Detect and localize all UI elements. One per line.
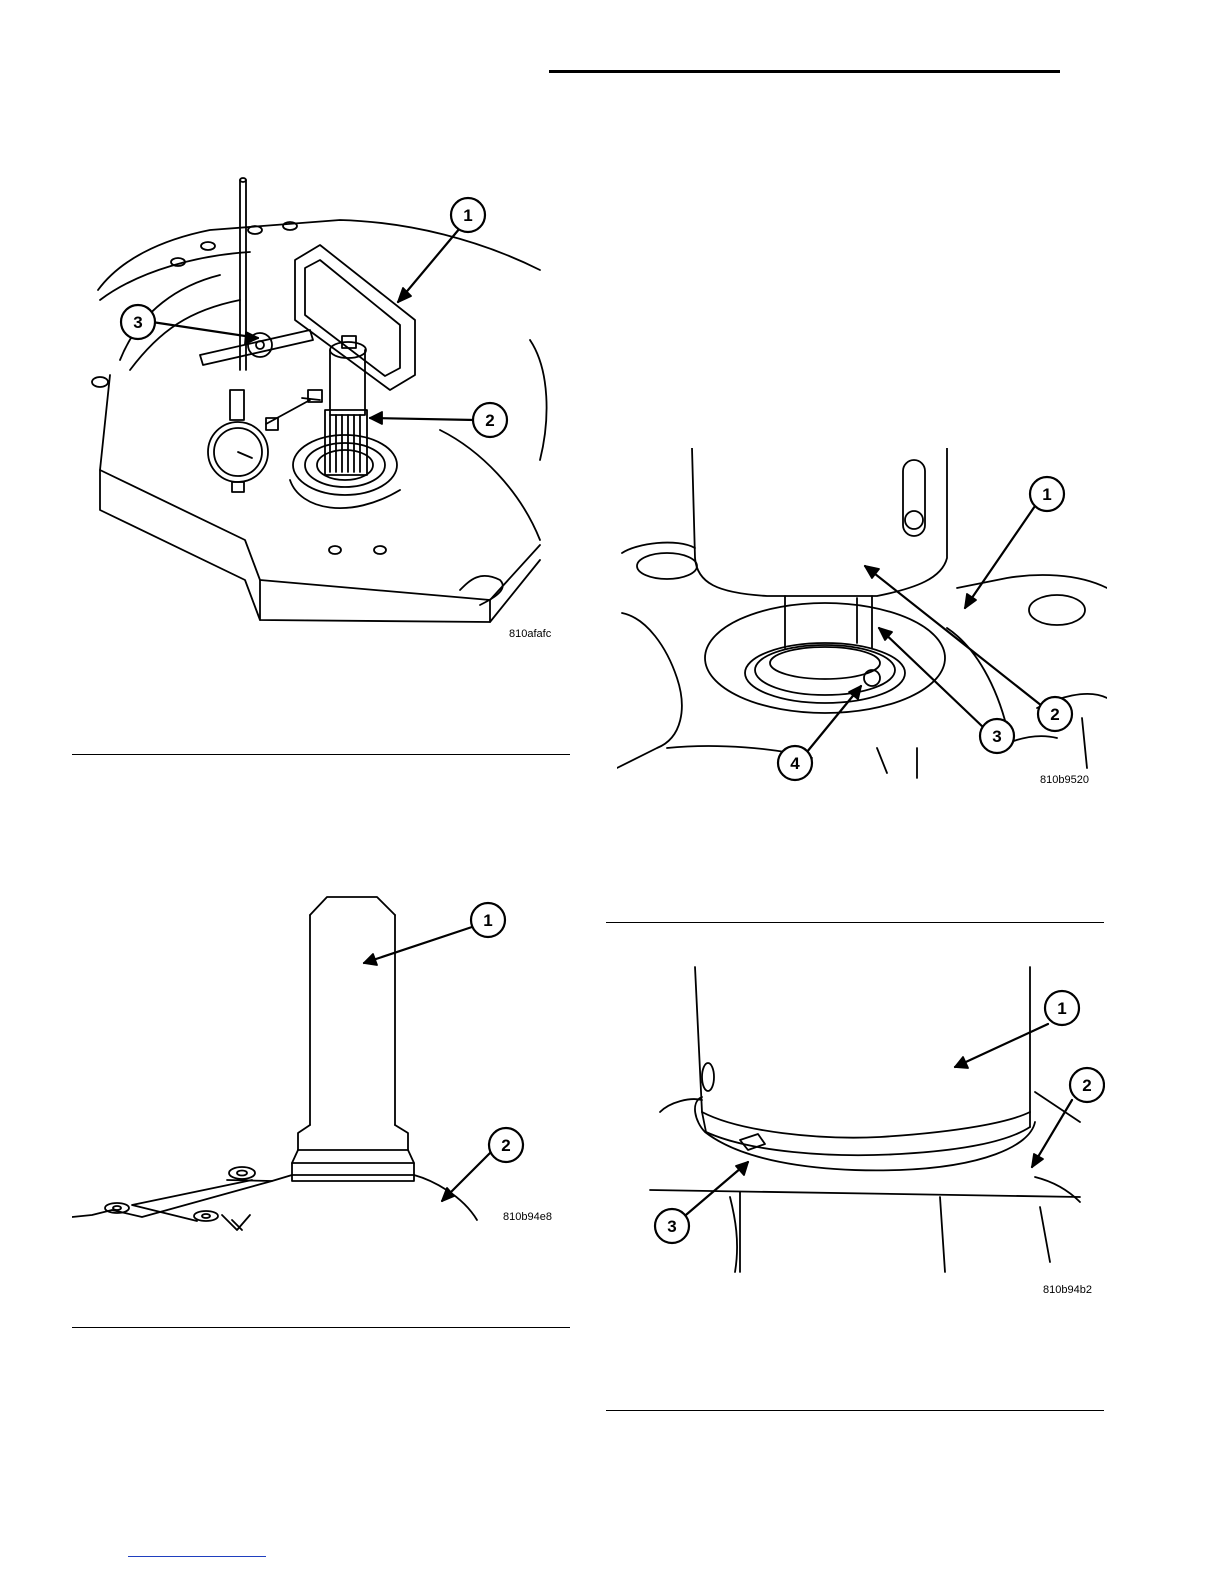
figure-code: 810b94b2 [1043,1284,1092,1296]
figure-810b94e8: 1 2 810b94e8 [72,885,570,1235]
figure-code: 810b9520 [1040,774,1089,786]
callout-1: 1 [463,206,472,225]
divider [72,754,570,755]
callout-3: 3 [667,1217,676,1236]
footer-link-underline[interactable] [128,1556,266,1557]
callout-3: 3 [992,727,1001,746]
callout-2: 2 [485,411,494,430]
callout-1: 1 [483,911,492,930]
callout-1: 1 [1042,485,1051,504]
divider [72,1327,570,1328]
callout-3: 3 [133,313,142,332]
callout-2: 2 [501,1136,510,1155]
header-rule [549,70,1060,73]
figure-code: 810afafc [509,628,551,640]
callout-2: 2 [1082,1076,1091,1095]
divider [606,922,1104,923]
divider [606,1410,1104,1411]
figure-810b9520: 1 2 3 4 810b9520 [617,448,1107,793]
figure-810afafc: 1 2 3 810afafc [80,160,570,650]
callout-1: 1 [1057,999,1066,1018]
figure-code: 810b94e8 [503,1211,552,1223]
callout-2: 2 [1050,705,1059,724]
callout-4: 4 [790,754,800,773]
figure-810b94b2: 1 2 3 810b94b2 [640,962,1105,1302]
